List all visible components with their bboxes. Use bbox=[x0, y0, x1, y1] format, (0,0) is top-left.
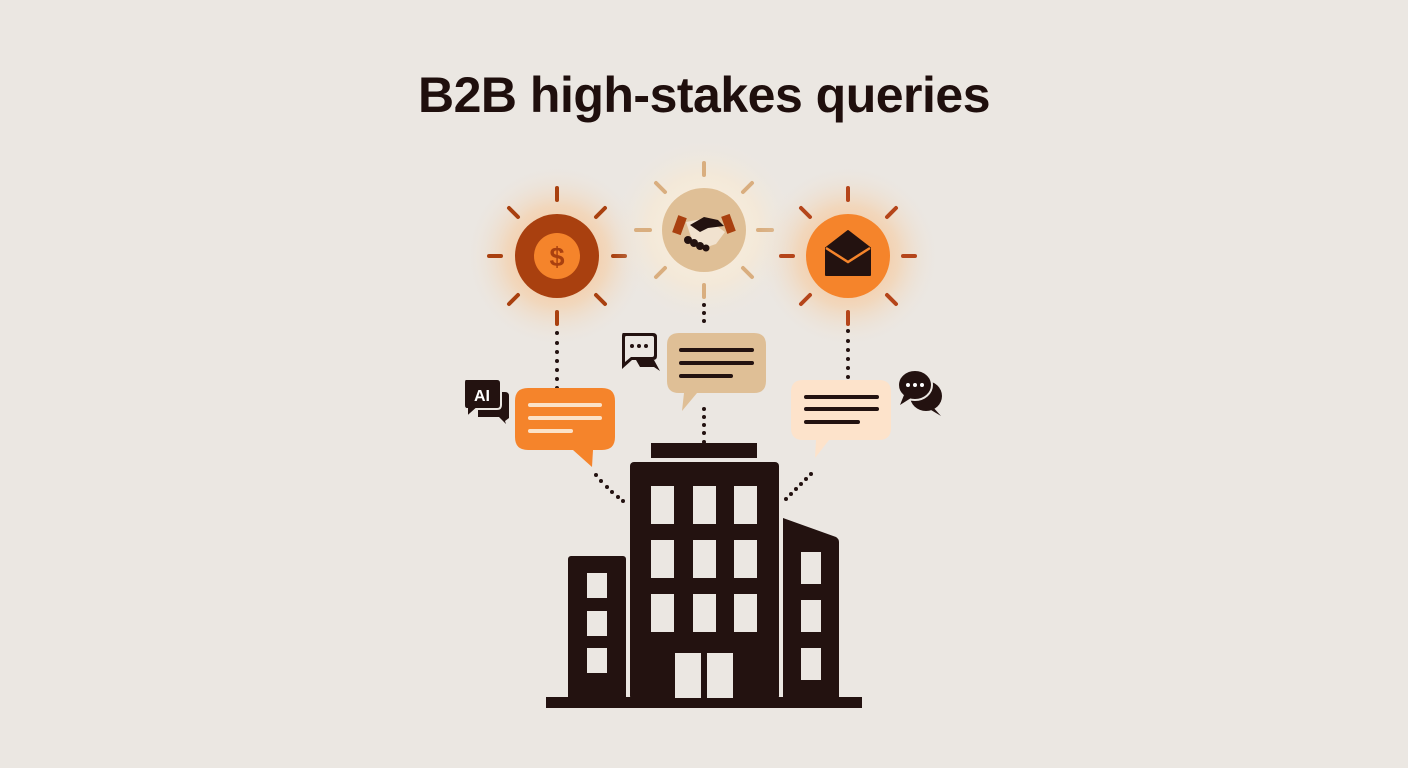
ai-chat-icon: AI bbox=[463, 378, 509, 424]
page-title: B2B high-stakes queries bbox=[417, 67, 991, 123]
chat-dots-icon bbox=[622, 333, 660, 371]
envelope-icon bbox=[825, 230, 871, 276]
money-node: $ bbox=[465, 164, 649, 348]
office-building-icon bbox=[546, 443, 862, 708]
chat-bubbles-icon bbox=[897, 369, 942, 416]
handshake-icon bbox=[672, 213, 736, 252]
mail-node bbox=[756, 164, 940, 348]
chat-bubble-center bbox=[667, 333, 766, 411]
dollar-icon: $ bbox=[549, 242, 564, 272]
sun-rays bbox=[779, 186, 917, 326]
chat-bubble-right bbox=[791, 380, 891, 458]
ai-label: AI bbox=[474, 388, 490, 405]
chat-bubble-left bbox=[515, 388, 615, 467]
dotted-connectors bbox=[555, 303, 850, 503]
building-windows bbox=[587, 486, 821, 698]
